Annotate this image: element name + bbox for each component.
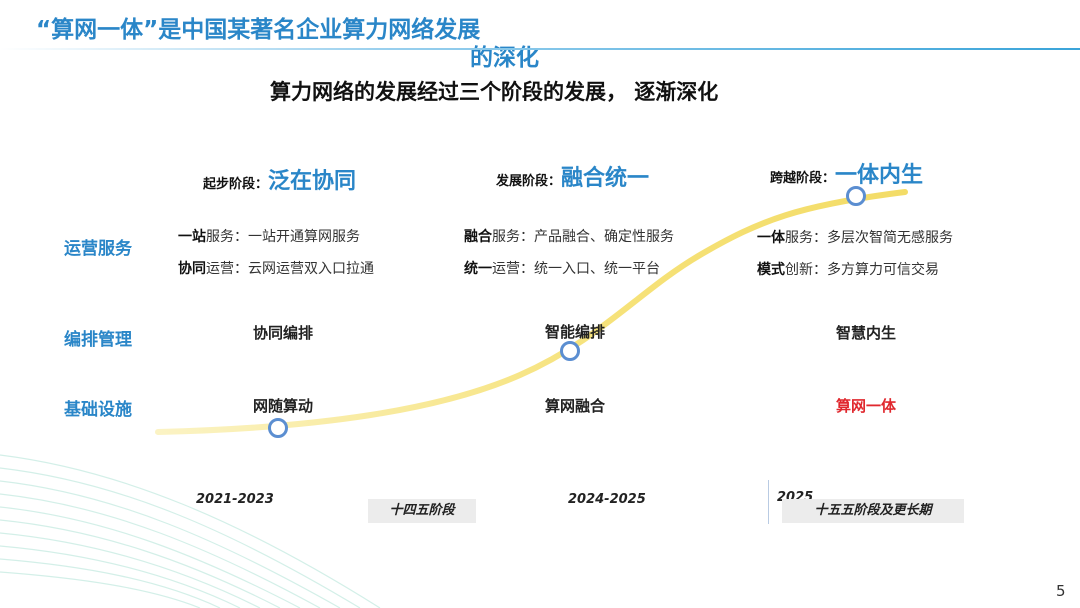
slide-subtitle: 算力网络的发展经过三个阶段的发展， 逐渐深化 (270, 80, 719, 104)
slide-title-line2: 的深化 (470, 45, 539, 71)
infrastructure-item-2: 算网融合 (545, 397, 606, 415)
service-text: 创新：多方算力可信交易 (785, 262, 939, 278)
service-text: 服务：产品融合、确定性服务 (492, 229, 674, 245)
service-key: 模式 (757, 262, 785, 278)
service-item: 统一运营：统一入口、统一平台 (464, 258, 660, 278)
service-key: 统一 (464, 261, 492, 277)
growth-curve (155, 189, 908, 435)
period-box-2: 十五五阶段及更长期 (782, 499, 964, 523)
page-number: 5 (1056, 582, 1066, 600)
service-key: 一站 (178, 229, 206, 245)
stage-2-name: 融合统一 (561, 166, 650, 191)
wave-lines-decoration (0, 454, 381, 608)
stage-3-label: 跨越阶段： (770, 171, 836, 186)
infrastructure-item-1: 网随算动 (253, 397, 314, 415)
stage-3-name: 一体内生 (835, 163, 924, 188)
slide-title-line1: “算网一体”是中国某著名企业算力网络发展 (36, 17, 481, 43)
stage-1-name: 泛在协同 (268, 169, 357, 194)
service-item: 一体服务：多层次智简无感服务 (757, 227, 953, 247)
milestone-marker-2 (560, 341, 580, 361)
service-text: 运营：云网运营双入口拉通 (206, 261, 374, 277)
year-range-1: 2021-2023 (196, 492, 274, 507)
row-label-orchestration: 编排管理 (64, 330, 132, 350)
service-text: 服务：一站开通算网服务 (206, 229, 360, 245)
orchestration-item-1: 协同编排 (253, 324, 314, 342)
service-key: 协同 (178, 261, 206, 277)
stage-2-label: 发展阶段： (496, 174, 562, 189)
service-text: 运营：统一入口、统一平台 (492, 261, 660, 277)
milestone-marker-3 (846, 186, 866, 206)
stage-1: 起步阶段：泛在协同 (203, 163, 356, 195)
title-divider (0, 48, 1080, 50)
year-range-2: 2024-2025 (568, 492, 646, 507)
service-item: 模式创新：多方算力可信交易 (757, 259, 939, 279)
period-box-1: 十四五阶段 (368, 499, 476, 523)
row-label-infrastructure: 基础设施 (64, 400, 132, 420)
service-item: 融合服务：产品融合、确定性服务 (464, 226, 674, 246)
stage-1-label: 起步阶段： (203, 177, 269, 192)
service-key: 一体 (757, 230, 785, 246)
milestone-marker-1 (268, 418, 288, 438)
service-item: 一站服务：一站开通算网服务 (178, 226, 360, 246)
orchestration-item-2: 智能编排 (545, 323, 606, 341)
infrastructure-item-3: 算网一体 (836, 397, 897, 415)
orchestration-item-3: 智慧内生 (836, 324, 897, 342)
stage-2: 发展阶段：融合统一 (496, 160, 649, 192)
period-divider (768, 480, 769, 524)
service-item: 协同运营：云网运营双入口拉通 (178, 258, 374, 278)
stage-3: 跨越阶段：一体内生 (770, 157, 923, 189)
service-text: 服务：多层次智简无感服务 (785, 230, 953, 246)
row-label-operations: 运营服务 (64, 239, 132, 259)
service-key: 融合 (464, 229, 492, 245)
